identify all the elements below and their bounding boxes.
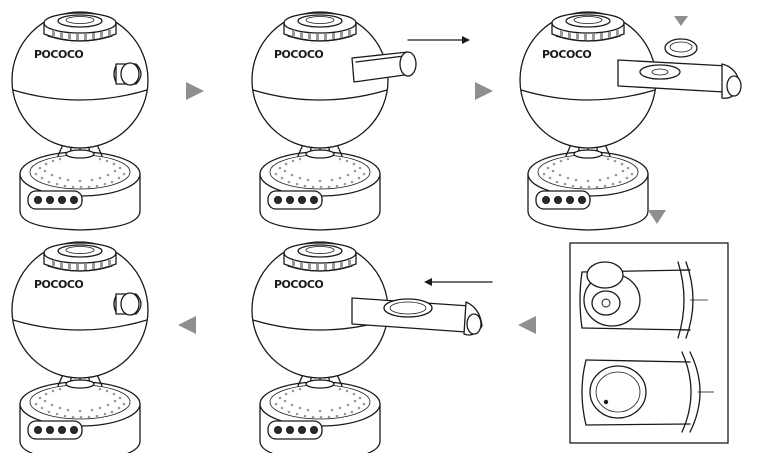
step-6-logo: POCOCO — [34, 278, 83, 291]
triangle-arrow-down-icon — [648, 210, 666, 224]
step-6-device: POCOCO — [11, 241, 149, 453]
step-1-device: POCOCO — [11, 11, 149, 231]
step-2-logo: POCOCO — [274, 48, 323, 61]
slide-in-arrow-icon — [424, 278, 493, 286]
triangle-arrow-left-icon — [518, 316, 536, 334]
step-3-logo: POCOCO — [542, 48, 591, 61]
triangle-arrow-right-icon — [475, 82, 493, 100]
step-4-detail-box — [569, 242, 729, 444]
slide-out-arrow-icon — [407, 36, 470, 44]
step-5-logo: POCOCO — [274, 278, 323, 291]
step-5-device: POCOCO — [251, 241, 483, 453]
step-2-device: POCOCO — [251, 11, 417, 231]
triangle-arrow-left-icon — [178, 316, 196, 334]
triangle-arrow-down-icon — [674, 16, 688, 26]
step-1-logo: POCOCO — [34, 48, 83, 61]
step-3-device: POCOCO — [519, 11, 742, 231]
triangle-arrow-right-icon — [186, 82, 204, 100]
